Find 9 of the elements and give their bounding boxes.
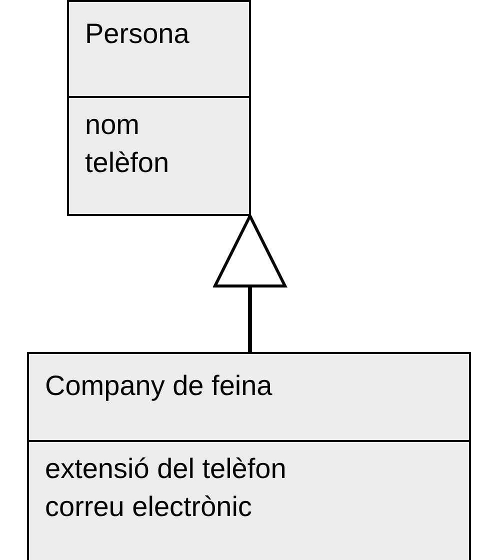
class-name: Persona: [85, 18, 190, 50]
attribute-text: extensió del telèfon: [45, 452, 286, 486]
attribute-text: nom: [85, 108, 140, 142]
inheritance-arrow: [214, 214, 286, 352]
attribute-text: correu electrònic: [45, 490, 252, 524]
attribute-text: telèfon: [85, 146, 170, 180]
class-box: [67, 0, 251, 216]
class-box: [27, 352, 471, 560]
class-name: Company de feina: [45, 370, 272, 402]
